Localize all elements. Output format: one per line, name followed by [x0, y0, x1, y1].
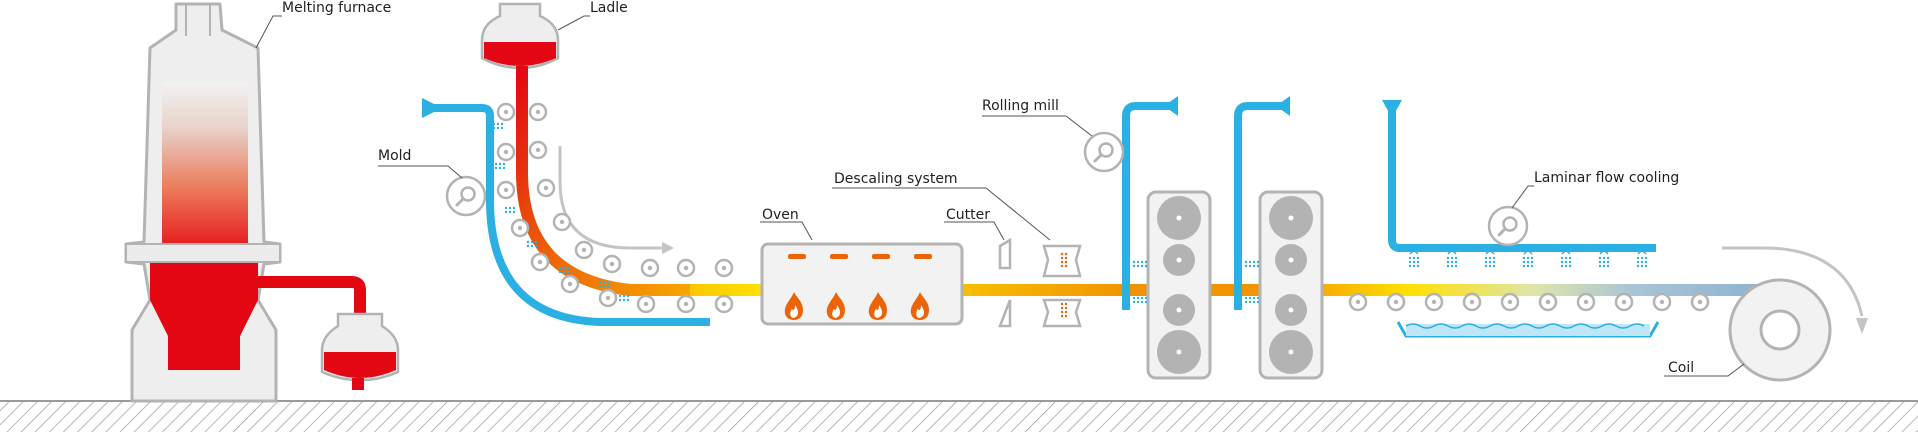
roller-icon: [496, 102, 516, 122]
roller-icon: [1500, 292, 1520, 312]
ground: [0, 400, 1918, 432]
oven-flames: [784, 292, 929, 320]
rolling-mill-stand-1: [1146, 190, 1212, 380]
roller-icon: [1576, 292, 1596, 312]
mold-spray: [526, 240, 538, 248]
roller-icon: [602, 254, 622, 274]
roller-icon: [552, 212, 572, 232]
flame-icon: [868, 292, 887, 320]
roller-icon: [574, 240, 594, 260]
magnifier-icon: [445, 175, 487, 217]
melting-furnace: [124, 2, 366, 403]
label-melting-furnace: Melting furnace: [282, 0, 392, 16]
roller-icon: [640, 258, 660, 278]
roller-icon: [496, 180, 516, 200]
laminar-spray-nozzle: [1446, 248, 1458, 268]
roller-icon: [510, 218, 530, 238]
magnifier-icon: [1487, 205, 1529, 247]
roller-icon: [1614, 292, 1634, 312]
label-ladle: Ladle: [590, 0, 628, 16]
mill-spray: [1244, 260, 1260, 268]
label-descaling-system: Descaling system: [834, 171, 958, 187]
roller-icon: [528, 102, 548, 122]
roller-icon: [714, 294, 734, 314]
roller-icon: [530, 252, 550, 272]
coil: [1722, 246, 1868, 382]
label-laminar-flow-cooling: Laminar flow cooling: [1534, 170, 1680, 186]
roller-icon: [536, 178, 556, 198]
descaling-spray: [1060, 302, 1068, 318]
label-cutter: Cutter: [946, 207, 990, 223]
roller-icon: [676, 258, 696, 278]
roller-icon: [1424, 292, 1444, 312]
mold-spray: [492, 122, 504, 130]
mold-cooling-pipe: [422, 98, 710, 326]
flame-icon: [826, 292, 845, 320]
roller-icon: [1462, 292, 1482, 312]
detail-magnifiers: [445, 131, 1529, 247]
mold-spray: [494, 162, 506, 170]
flame-icon: [784, 292, 803, 320]
rolling-mill-stand-2: [1258, 190, 1324, 380]
roller-icon: [1690, 292, 1710, 312]
ladle: [480, 2, 560, 70]
cutter: [998, 237, 1012, 328]
laminar-spray-nozzle: [1636, 248, 1648, 268]
roller-icon: [560, 274, 580, 294]
mold-spray: [618, 294, 630, 302]
oven: [760, 242, 964, 326]
roller-table: [496, 102, 1710, 314]
roller-icon: [676, 294, 696, 314]
oven-heaters: [788, 254, 932, 259]
leader-lines: [255, 15, 1745, 377]
roller-icon: [528, 140, 548, 160]
mold-spray: [598, 280, 610, 288]
label-coil: Coil: [1668, 360, 1695, 376]
mold-spray: [558, 266, 570, 274]
roller-icon: [1538, 292, 1558, 312]
flow-direction-arrow: [558, 146, 674, 254]
laminar-flow-cooling: [1382, 100, 1660, 338]
laminar-spray-nozzle: [1484, 248, 1496, 268]
label-mold: Mold: [378, 148, 412, 164]
water-sprays: [492, 122, 1648, 318]
laminar-spray-nozzle: [1598, 248, 1610, 268]
roller-icon: [714, 258, 734, 278]
roller-icon: [1386, 292, 1406, 312]
mold-spray: [504, 206, 516, 214]
laminar-spray-nozzle: [1560, 248, 1572, 268]
roller-icon: [1652, 292, 1672, 312]
descaling-spray: [1060, 252, 1068, 268]
roller-icon: [598, 288, 618, 308]
laminar-spray-nozzle: [1522, 248, 1534, 268]
casting-strand: [516, 66, 700, 296]
roller-icon: [496, 142, 516, 162]
label-oven: Oven: [762, 207, 799, 223]
rolling-mill-water-pipes: [1122, 96, 1290, 310]
roller-icon: [636, 294, 656, 314]
roller-icon: [1348, 292, 1368, 312]
mill-spray: [1244, 296, 1260, 304]
magnifier-icon: [1083, 131, 1125, 173]
mill-spray: [1132, 260, 1148, 268]
flame-icon: [910, 292, 929, 320]
laminar-spray-nozzle: [1408, 248, 1420, 268]
mill-spray: [1132, 296, 1148, 304]
tundish: [320, 312, 400, 390]
label-rolling-mill: Rolling mill: [982, 98, 1059, 114]
